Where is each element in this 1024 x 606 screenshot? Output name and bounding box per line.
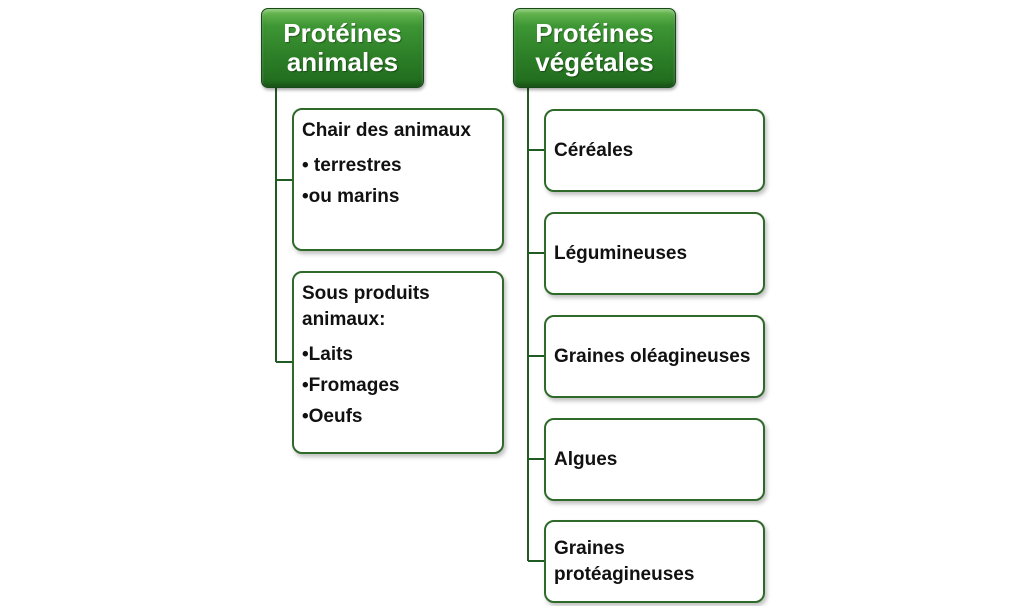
legumes-label: Légumineuses	[554, 242, 688, 264]
oilseeds-box: Graines oléagineuses	[544, 315, 765, 398]
animal-byproducts-title: Sous produits animaux:	[302, 283, 430, 330]
animal-byproducts-bullet-2: •Fromages	[302, 375, 400, 396]
animal-byproducts-list: •Laits •Fromages •Oeufs	[302, 339, 492, 432]
animal-flesh-bullet-2: •ou marins	[302, 186, 400, 207]
animal-flesh-title: Chair des animaux	[302, 120, 471, 141]
protein-crops-box: Graines protéagineuses	[544, 520, 765, 603]
plant-proteins-header-label: Protéines végétales	[535, 18, 654, 77]
animal-flesh-list: • terrestres •ou marins	[302, 150, 492, 212]
protein-crops-label: Graines protéagineuses	[554, 537, 695, 585]
animal-flesh-box: Chair des animaux • terrestres •ou marin…	[292, 108, 504, 251]
cereals-box: Céréales	[544, 109, 765, 192]
algae-box: Algues	[544, 418, 765, 501]
animal-byproducts-bullet-1: •Laits	[302, 344, 353, 365]
animal-flesh-bullet-1: • terrestres	[302, 155, 402, 176]
animal-proteins-header: Protéines animales	[261, 8, 424, 88]
animal-proteins-header-label: Protéines animales	[283, 18, 402, 77]
oilseeds-label: Graines oléagineuses	[554, 345, 751, 367]
algae-label: Algues	[554, 448, 618, 470]
animal-byproducts-box: Sous produits animaux: •Laits •Fromages …	[292, 271, 504, 454]
animal-byproducts-bullet-3: •Oeufs	[302, 406, 363, 427]
legumes-box: Légumineuses	[544, 212, 765, 295]
plant-proteins-header: Protéines végétales	[513, 8, 676, 88]
cereals-label: Céréales	[554, 139, 634, 161]
